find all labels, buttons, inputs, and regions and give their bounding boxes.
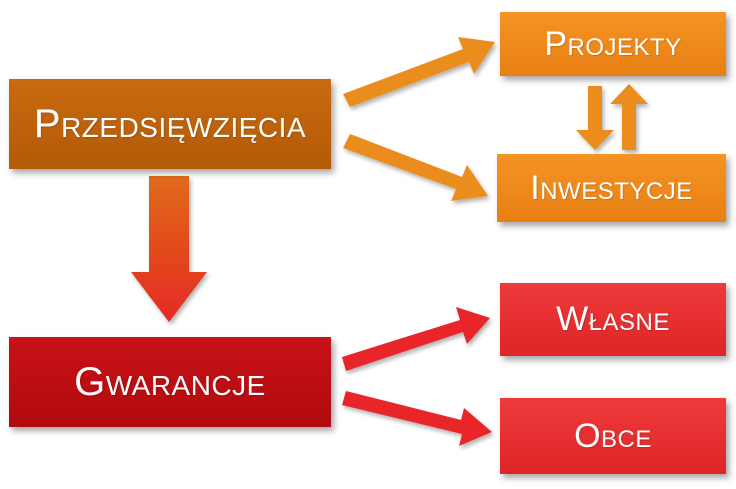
node-label: Obce xyxy=(574,416,652,455)
node-label: Przedsięwzięcia xyxy=(33,101,307,146)
arrow-inwestycje-to-projekty xyxy=(610,84,648,150)
node-label: Projekty xyxy=(544,24,682,63)
arrow-projekty-to-inwestycje xyxy=(576,86,614,150)
node-label: Gwarancje xyxy=(74,359,266,404)
node-projekty: Projekty xyxy=(500,12,726,76)
node-inwestycje: Inwestycje xyxy=(497,154,726,222)
arrow-przedsiewziecia-to-inwestycje xyxy=(343,134,488,201)
node-gwarancje: Gwarancje xyxy=(9,337,331,427)
node-label: Własne xyxy=(556,300,670,338)
node-wlasne: Własne xyxy=(500,283,726,356)
arrow-przedsiewziecia-to-projekty xyxy=(343,37,495,107)
arrow-gwarancje-to-wlasne xyxy=(342,307,490,371)
arrow-gwarancje-to-obce xyxy=(342,391,492,446)
arrow-przedsiewziecia-to-gwarancje xyxy=(131,176,207,322)
node-obce: Obce xyxy=(500,398,726,474)
node-przedsiewziecia: Przedsięwzięcia xyxy=(9,79,331,169)
node-label: Inwestycje xyxy=(530,168,693,207)
